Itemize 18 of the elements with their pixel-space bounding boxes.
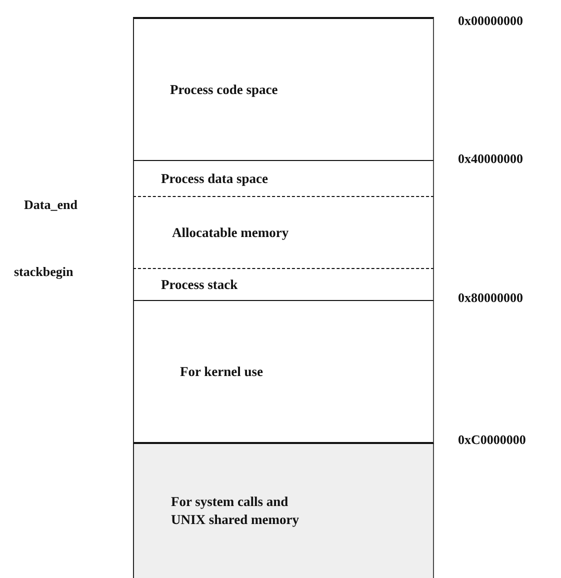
boundary-label: Data_end <box>24 197 78 213</box>
boundary-label: stackbegin <box>14 264 74 280</box>
address-label: 0x40000000 <box>458 151 523 167</box>
region-label: Process code space <box>170 82 278 96</box>
region-label: For system calls and UNIX shared memory <box>171 494 299 527</box>
memory-region <box>133 160 434 196</box>
region-label: For kernel use <box>180 364 263 378</box>
region-label: Process data space <box>161 170 268 186</box>
memory-region <box>133 301 434 444</box>
region-label: Allocatable memory <box>172 224 289 240</box>
memory-region <box>133 196 434 268</box>
address-label: 0x00000000 <box>458 13 523 29</box>
address-label: 0x80000000 <box>458 290 523 306</box>
memory-region <box>133 268 434 301</box>
memory-region <box>133 17 434 161</box>
memory-region <box>133 444 434 578</box>
address-label: 0xC0000000 <box>458 432 526 448</box>
region-label: Process stack <box>161 276 238 292</box>
